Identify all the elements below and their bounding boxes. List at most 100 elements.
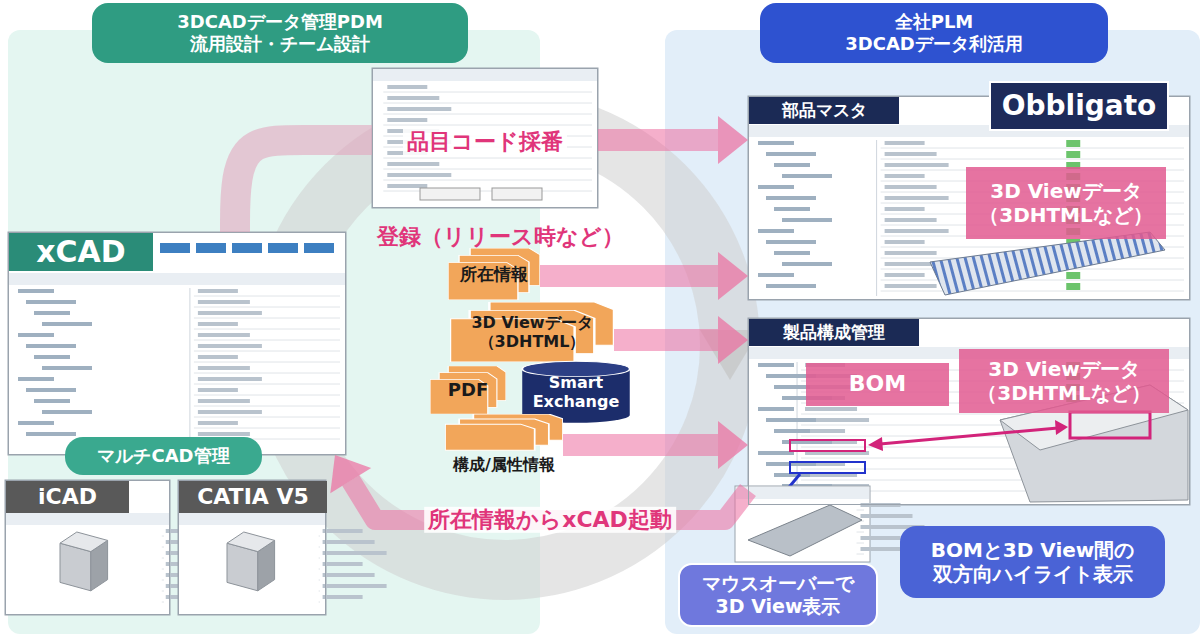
table-row — [194, 395, 340, 396]
node-text: PDF — [448, 379, 488, 401]
tree-item — [18, 289, 54, 293]
tree-divider — [189, 288, 190, 451]
status-cell — [1066, 140, 1080, 147]
table-row — [383, 180, 592, 181]
document-stack: PDF — [430, 366, 506, 414]
row-cell — [805, 407, 857, 411]
arrow-shaft — [614, 329, 718, 351]
tree-item — [766, 418, 816, 422]
screenshot — [8, 232, 346, 455]
arrow-shaft — [235, 140, 372, 232]
status-cell — [1066, 151, 1080, 158]
row-cell — [198, 344, 262, 348]
table-row — [162, 580, 164, 581]
table-row — [857, 554, 865, 555]
table-row — [319, 591, 320, 592]
node-text: 全社PLM — [895, 11, 974, 33]
callout-box: 3D Viewデータ （3DHTMLなど） — [966, 167, 1166, 239]
flow-arrow — [235, 140, 372, 232]
table-row — [194, 417, 340, 418]
window-toolbar — [9, 273, 345, 285]
row-cell — [885, 218, 937, 222]
arrow-shaft — [540, 265, 718, 287]
row-cell — [805, 429, 845, 433]
table-row — [383, 125, 592, 126]
row-cell — [885, 273, 925, 277]
edge-label: 所在情報からxCAD起動 — [424, 507, 676, 533]
right-panel — [665, 30, 1200, 634]
node-text: 3DCADデータ管理PDM — [177, 11, 383, 33]
highlight-head — [1055, 420, 1068, 435]
tree-item — [774, 429, 810, 433]
window-toolbar — [736, 487, 869, 499]
table-row — [162, 602, 164, 603]
window-frame — [5, 480, 170, 615]
arrow-head — [718, 316, 748, 364]
flow-arrow — [598, 116, 748, 164]
row-cell — [323, 551, 387, 555]
tree-item — [18, 333, 54, 337]
tree-item — [766, 240, 816, 244]
node-text: BOMと3D View間の 双方向ハイライト表示 — [913, 538, 1153, 586]
highlight-3d — [1070, 412, 1150, 438]
row-cell — [387, 162, 439, 166]
arrow-shaft — [598, 129, 718, 151]
row-cell — [885, 284, 937, 288]
tree-item — [774, 207, 810, 211]
table-row — [194, 296, 340, 297]
row-cell — [198, 399, 250, 403]
callout-box: BOM — [806, 363, 949, 406]
tree-item — [766, 284, 816, 288]
tree-item — [782, 262, 832, 266]
table-row — [162, 536, 164, 537]
node-text: 構成/属性情報 — [453, 455, 555, 474]
model-top — [60, 532, 108, 552]
thumbnail-model — [748, 505, 862, 556]
window-frame — [748, 318, 1190, 505]
row-cell — [323, 595, 363, 599]
tree-item — [42, 322, 92, 326]
document-stack: 構成/属性情報 — [445, 414, 563, 480]
row-cell — [885, 163, 949, 167]
document-stack: 所在情報 — [448, 248, 540, 300]
tree-item — [774, 385, 810, 389]
window-toolbar — [6, 513, 169, 525]
table-row — [194, 340, 340, 341]
tree-item — [42, 410, 92, 414]
node-text: マウスオーバーで 3D View表示 — [691, 572, 866, 618]
window-frame — [178, 480, 326, 615]
screenshot — [735, 486, 925, 562]
node-text: マルチCAD管理 — [97, 445, 229, 467]
tree-item — [758, 141, 794, 145]
tree-item — [758, 407, 794, 411]
arrow-head — [718, 421, 748, 469]
mouseover-row — [790, 462, 865, 473]
arrow-head — [330, 455, 371, 493]
tree-item — [34, 311, 70, 315]
table-row — [383, 103, 592, 104]
callout-box: BOMと3D View間の 双方向ハイライト表示 — [900, 526, 1165, 598]
tab-label: CATIA V5 — [179, 481, 327, 513]
row-cell — [198, 377, 262, 381]
tree-item — [18, 421, 54, 425]
dialog-button — [492, 188, 542, 200]
row-cell — [198, 421, 238, 425]
table-row — [881, 159, 1184, 160]
table-row — [194, 351, 340, 352]
node-text: 3D Viewデータ （3DHTML） — [457, 313, 607, 351]
tree-item — [766, 196, 816, 200]
header-pill: 3DCADデータ管理PDM流用設計・チーム設計 — [92, 3, 468, 63]
table-row — [857, 532, 865, 533]
row-cell — [198, 289, 238, 293]
row-cell — [198, 355, 238, 359]
tab-label: iCAD — [6, 481, 129, 513]
row-cell — [198, 410, 262, 414]
tree-item — [774, 163, 810, 167]
row-cell — [387, 85, 427, 89]
row-cell — [198, 333, 250, 337]
table-row — [194, 373, 340, 374]
arrow-head — [718, 252, 748, 300]
toolbar-button — [304, 243, 334, 253]
flow-arrow — [614, 316, 748, 364]
